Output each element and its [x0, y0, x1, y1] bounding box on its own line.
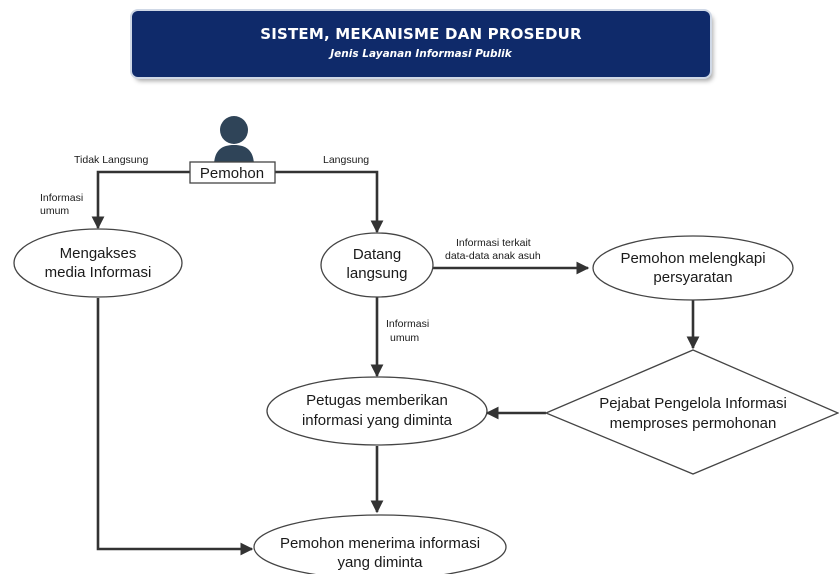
- informasi-umum-left-line1: Informasi: [40, 192, 83, 204]
- datang-node: Datang langsung: [320, 232, 434, 298]
- menerima-label-line2: yang diminta: [337, 554, 423, 571]
- mengakses-label-line1: Mengakses: [60, 245, 137, 262]
- mengakses-node: Mengakses media Informasi: [13, 228, 183, 298]
- tidak-langsung-label: Tidak Langsung: [74, 154, 148, 166]
- langsung-label: Langsung: [323, 154, 369, 166]
- datang-label-line1: Datang: [353, 246, 401, 263]
- banner-title: SISTEM, MEKANISME DAN PROSEDUR: [260, 25, 582, 43]
- informasi-terkait-line2: data-data anak asuh: [445, 250, 541, 262]
- petugas-label-line2: informasi yang diminta: [302, 412, 453, 429]
- informasi-terkait-line1: Informasi terkait: [456, 237, 531, 249]
- banner-subtitle: Jenis Layanan Informasi Publik: [330, 48, 512, 60]
- datang-label-line2: langsung: [347, 265, 408, 282]
- mengakses-label-line2: media Informasi: [45, 264, 152, 281]
- informasi-umum-left-line2: umum: [40, 205, 69, 217]
- melengkapi-label-line2: persyaratan: [653, 269, 732, 286]
- melengkapi-node: Pemohon melengkapi persyaratan: [592, 235, 794, 301]
- pejabat-label-line1: Pejabat Pengelola Informasi: [599, 395, 787, 412]
- pejabat-node: Pejabat Pengelola Informasi memproses pe…: [544, 349, 839, 475]
- title-banner: SISTEM, MEKANISME DAN PROSEDUR Jenis Lay…: [132, 11, 710, 77]
- melengkapi-label-line1: Pemohon melengkapi: [620, 250, 765, 267]
- edge-tidak-langsung: [91, 170, 190, 230]
- edge-mengakses-to-menerima: [96, 298, 254, 556]
- informasi-umum-center-line2: umum: [390, 332, 419, 344]
- pemohon-label: Pemohon: [200, 165, 264, 182]
- petugas-label-line1: Petugas memberikan: [306, 392, 448, 409]
- edge-langsung: [275, 170, 384, 234]
- informasi-umum-center-line1: Informasi: [386, 318, 429, 330]
- petugas-node: Petugas memberikan informasi yang dimint…: [266, 376, 488, 446]
- person-icon: [214, 116, 254, 166]
- pemohon-node: Pemohon: [189, 161, 276, 184]
- menerima-label-line1: Pemohon menerima informasi: [280, 535, 480, 552]
- menerima-node: Pemohon menerima informasi yang diminta: [253, 514, 507, 574]
- pejabat-label-line2: memproses permohonan: [610, 415, 777, 432]
